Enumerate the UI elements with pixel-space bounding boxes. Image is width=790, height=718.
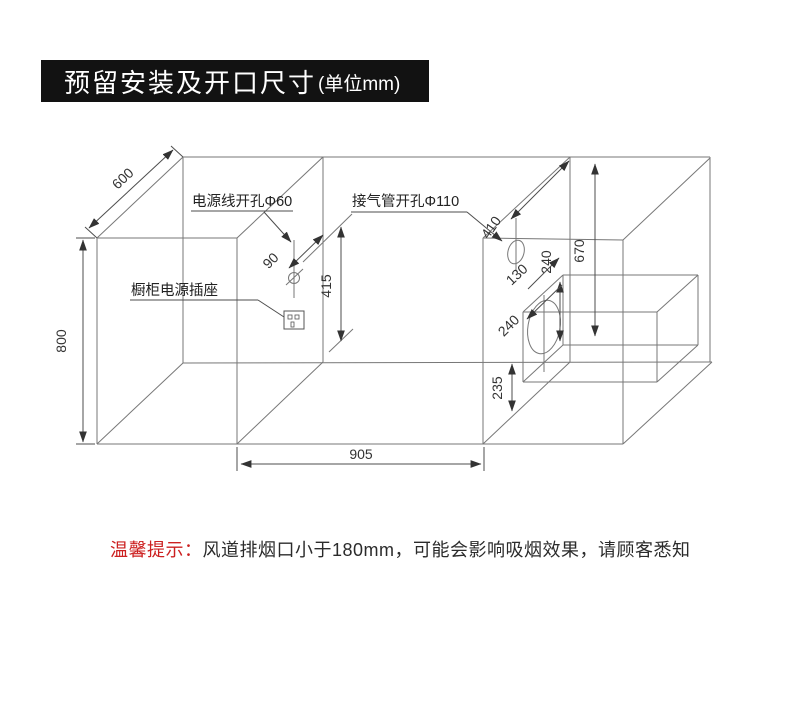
dim-opening-height-value: 415 [318, 274, 334, 298]
section-title-bar: 预留安装及开口尺寸 (单位mm) [41, 60, 429, 102]
section-title: 预留安装及开口尺寸 [64, 67, 317, 98]
dim-flue-offset-value: 130 [503, 260, 531, 288]
dim-flue-bottom-670: 670 [571, 163, 599, 337]
power-cord-hole [285, 240, 304, 298]
section-title-unit: (单位mm) [318, 74, 401, 95]
power-hole-label: 电源线开孔Φ60 [192, 193, 292, 210]
dim-flue-bottom-value: 670 [571, 239, 587, 263]
dim-cord-hole-offset-90: 90 [259, 234, 324, 272]
gas-hole-callout: 接气管开孔Φ110 [351, 193, 503, 242]
gas-pipe-hole [507, 218, 525, 270]
gas-hole-label: 接气管开孔Φ110 [352, 193, 459, 210]
dim-flue-opening-height-240: 240 [538, 250, 564, 342]
dim-base-clearance-235: 235 [489, 363, 516, 412]
dim-base-clearance-value: 235 [489, 376, 505, 400]
power-socket-symbol [283, 310, 305, 330]
dim-height-800: 800 [53, 237, 95, 445]
dim-opening-width-905: 905 [236, 446, 485, 471]
dim-flue-opening-height-value: 240 [538, 250, 554, 274]
socket-label: 橱柜电源插座 [131, 282, 218, 299]
flue-duct-hole [527, 295, 561, 372]
cabinet-structure [96, 156, 713, 445]
dim-cord-hole-offset-value: 90 [259, 249, 281, 271]
dim-height-value: 800 [53, 329, 69, 353]
flue-duct-box [522, 274, 699, 383]
socket-callout: 橱柜电源插座 [130, 282, 305, 330]
dim-opening-width-value: 905 [349, 446, 373, 462]
notice: 温馨提示：风道排烟口小于180mm，可能会影响吸烟效果，请顾客悉知 [110, 536, 691, 562]
dim-flue-opening-width-value: 240 [495, 311, 523, 339]
dim-gas-hole-depth-410: 410 [478, 160, 570, 241]
dim-depth-600: 600 [84, 145, 184, 239]
power-hole-callout: 电源线开孔Φ60 [191, 193, 293, 243]
dim-gas-hole-depth-value: 410 [478, 213, 505, 241]
dim-opening-height-415: 415 [318, 226, 345, 342]
notice-text: 风道排烟口小于180mm，可能会影响吸烟效果，请顾客悉知 [202, 540, 691, 560]
notice-label: 温馨提示： [110, 540, 203, 560]
